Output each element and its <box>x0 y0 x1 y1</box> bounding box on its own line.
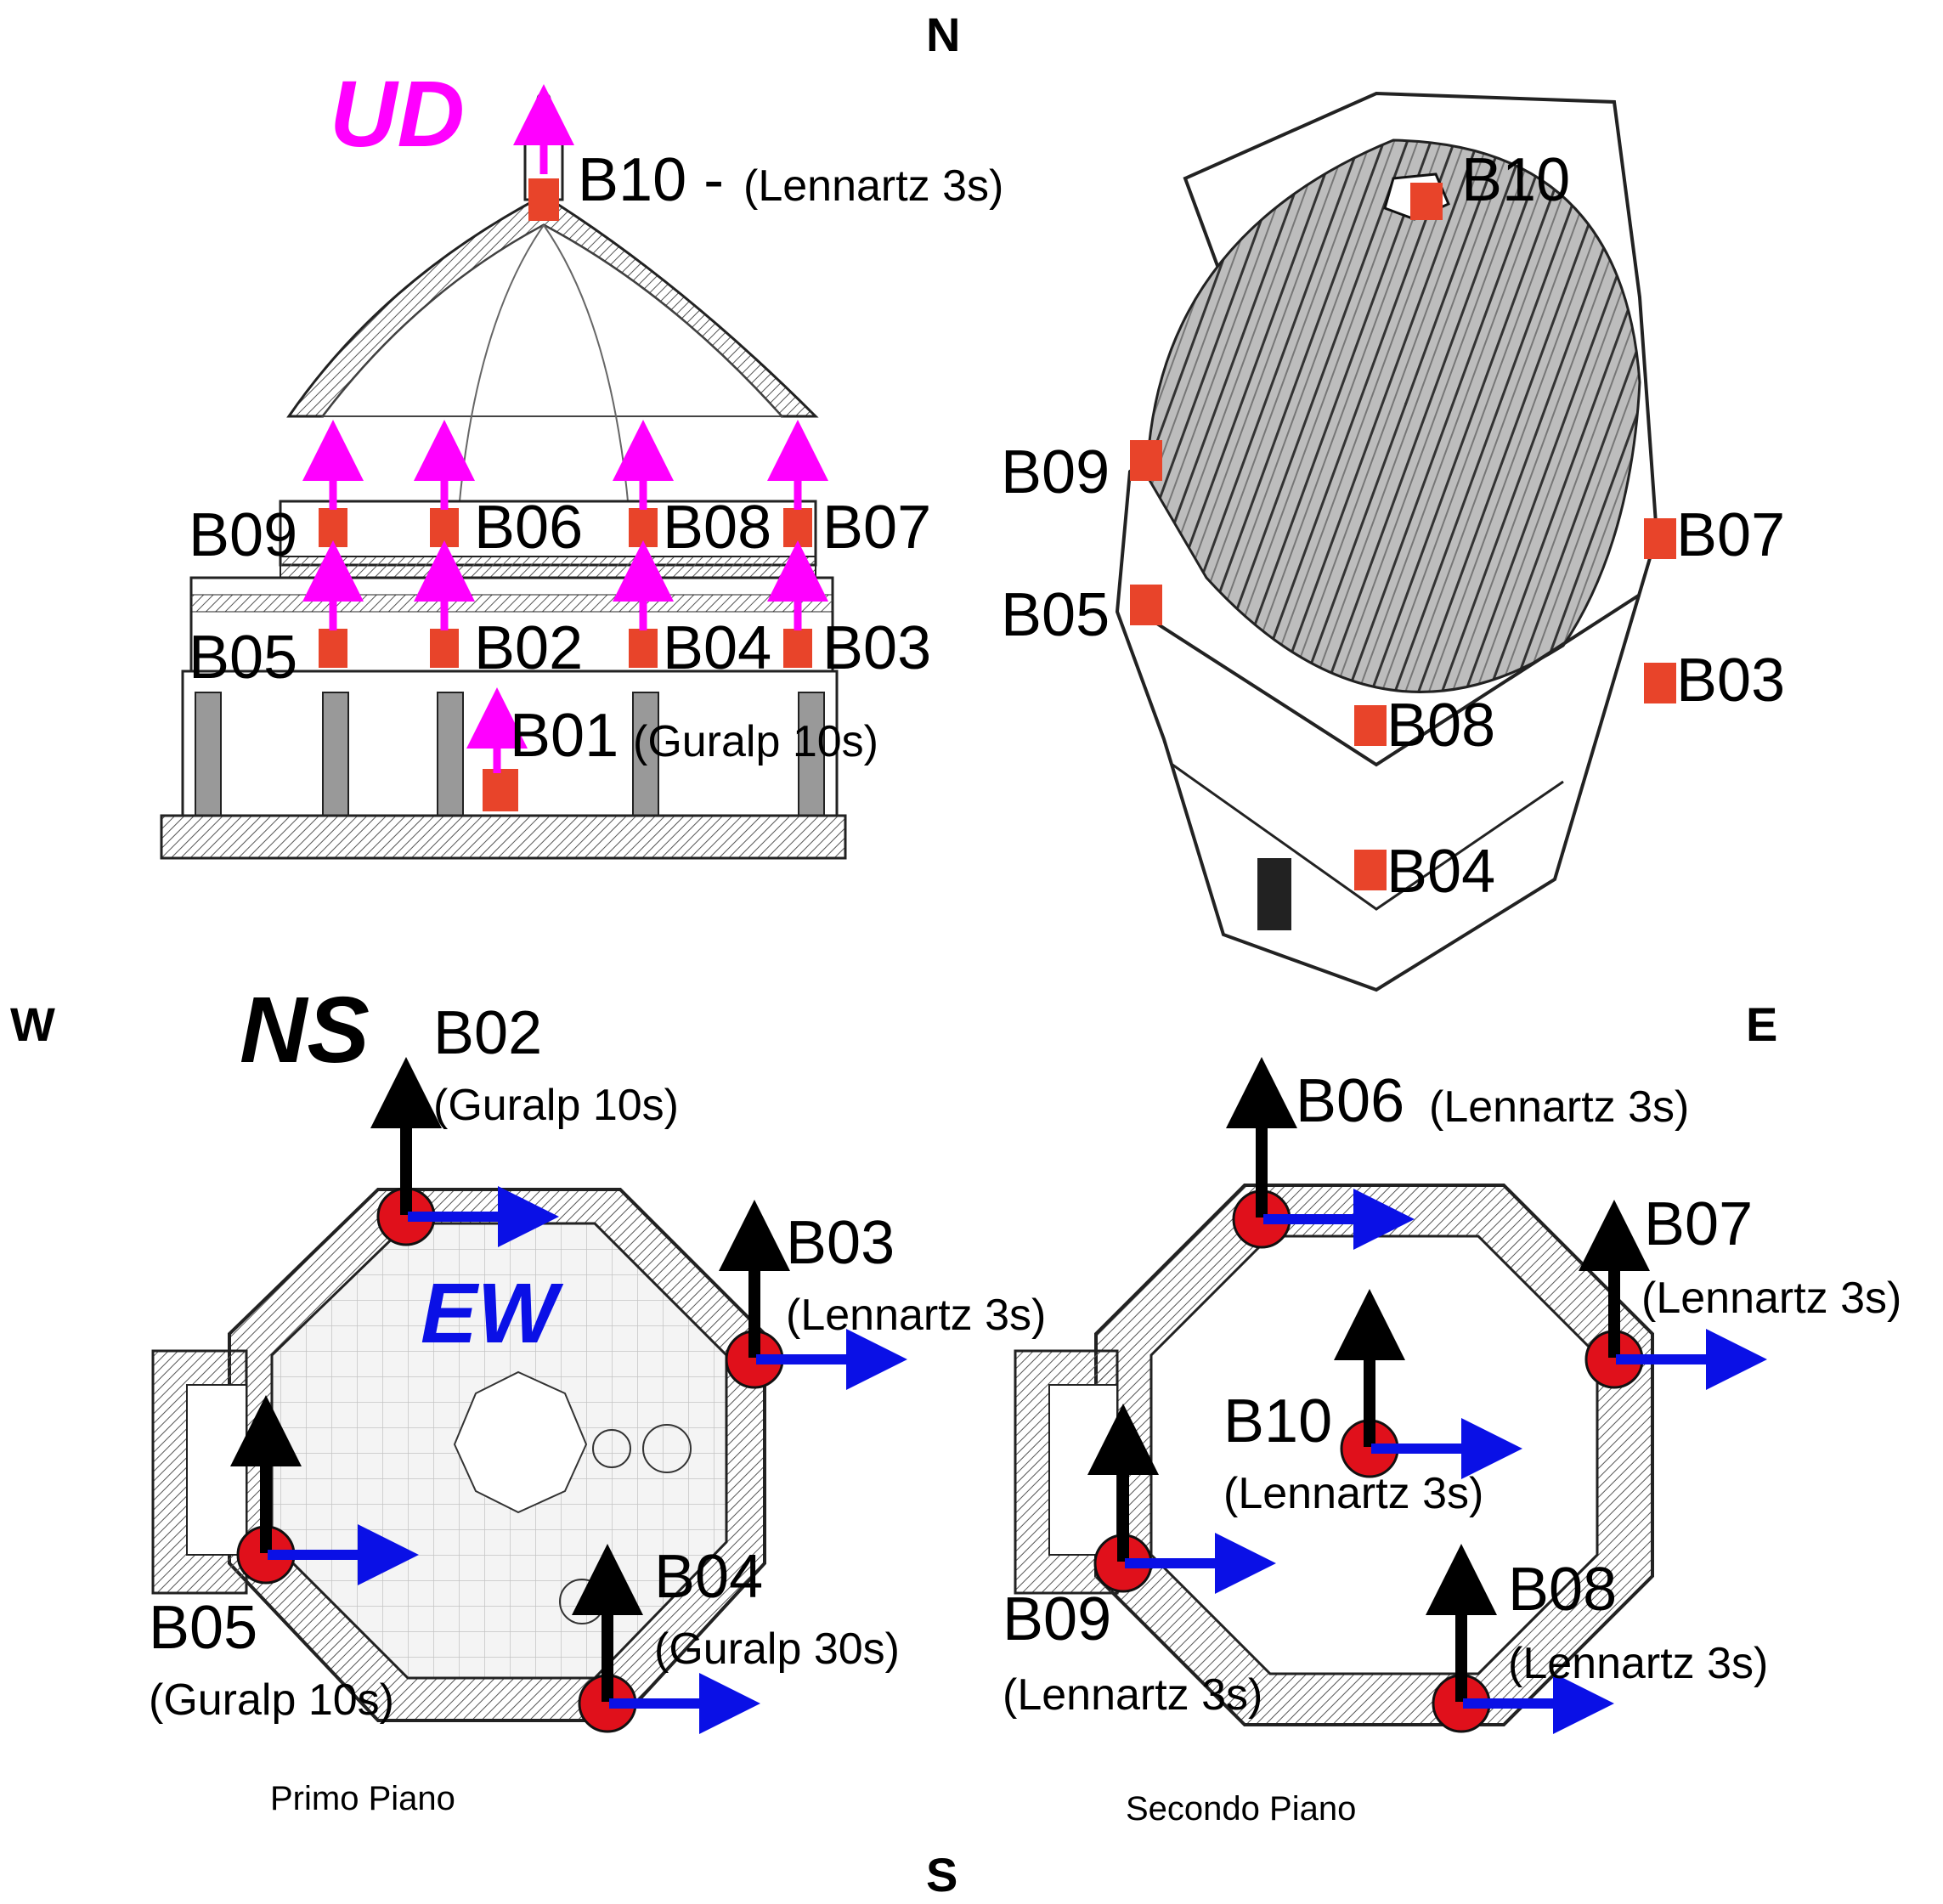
persp-label-b07: B07 <box>1676 501 1785 569</box>
section-label-b04: B04 <box>663 614 771 682</box>
sensor-marker-b02 <box>430 629 459 668</box>
plan1-label-b03-sensor: (Lennartz 3s) <box>786 1291 1046 1340</box>
section-label-b10: B10 - <box>578 146 724 214</box>
persp-marker-b10 <box>1410 183 1443 220</box>
sensor-marker-b03 <box>783 629 812 668</box>
persp-label-b09: B09 <box>1001 438 1110 506</box>
persp-label-b04: B04 <box>1387 838 1495 906</box>
sensor-marker-b08 <box>629 508 658 547</box>
persp-marker-b09 <box>1130 440 1162 481</box>
plan2-label-b08-sensor: (Lennartz 3s) <box>1508 1639 1768 1688</box>
sensor-marker-b06 <box>430 508 459 547</box>
persp-label-b05: B05 <box>1001 581 1110 649</box>
plan1-label-b05: B05 <box>149 1594 257 1662</box>
plan2-label-b07-sensor: (Lennartz 3s) <box>1641 1274 1901 1323</box>
sensor-marker-b07 <box>783 508 812 547</box>
section-label-b01-sensor: (Guralp 10s) <box>633 717 878 766</box>
plan1-ew-arrows <box>268 1186 907 1734</box>
section-labels: B10 - (Lennartz 3s) B09 B06 B08 B07 B05 … <box>189 146 1003 770</box>
plan2-label-b10-sensor: (Lennartz 3s) <box>1223 1469 1483 1518</box>
compass-west: W <box>10 997 55 1051</box>
sensor-marker-b01 <box>483 769 518 811</box>
plan1-label-b04-sensor: (Guralp 30s) <box>654 1624 900 1674</box>
plan1-label-b04: B04 <box>654 1543 763 1611</box>
persp-label-b08: B08 <box>1387 692 1495 760</box>
plan2-label-b06-sensor: (Lennartz 3s) <box>1429 1082 1689 1132</box>
section-label-b10-sensor: (Lennartz 3s) <box>743 161 1003 211</box>
persp-label-b03: B03 <box>1676 647 1785 715</box>
persp-label-b10: B10 <box>1461 146 1570 214</box>
plan2-label-b07: B07 <box>1644 1190 1753 1258</box>
compass-south: S <box>926 1848 957 1900</box>
section-label-b07: B07 <box>822 494 931 562</box>
plan2-label-b09-sensor: (Lennartz 3s) <box>1003 1670 1262 1720</box>
plan2-ns-arrows <box>1087 1057 1650 1702</box>
ns-component-label: NS <box>240 978 370 1082</box>
plan2-ew-arrows <box>1125 1189 1767 1734</box>
compass-east: E <box>1746 997 1777 1051</box>
compass-north: N <box>926 8 960 61</box>
section-label-b09: B09 <box>189 501 297 569</box>
ud-arrows <box>302 84 828 773</box>
sensor-marker-b04 <box>629 629 658 668</box>
persp-marker-b07 <box>1644 518 1676 559</box>
ud-component-label: UD <box>330 62 465 167</box>
plan1-ns-arrows <box>230 1057 790 1702</box>
perspective-labels: B10 B09 B05 B07 B03 B08 B04 <box>1001 146 1785 906</box>
plan2-label-b10: B10 <box>1223 1387 1332 1455</box>
plan2-sensors <box>1093 1189 1644 1733</box>
persp-marker-b05 <box>1130 585 1162 625</box>
sensor-marker-b10 <box>528 178 559 221</box>
plan1-label-b02-sensor: (Guralp 10s) <box>433 1081 679 1130</box>
plan1-caption: Primo Piano <box>270 1780 455 1817</box>
plan2-caption: Secondo Piano <box>1126 1790 1356 1828</box>
section-label-b01: B01 <box>510 702 618 770</box>
plan2-label-b09: B09 <box>1003 1585 1111 1653</box>
plan2-labels: B06 (Lennartz 3s) B07 (Lennartz 3s) B10 … <box>1003 1067 1901 1828</box>
persp-marker-b03 <box>1644 663 1676 703</box>
persp-marker-b04 <box>1354 850 1387 890</box>
section-label-b06: B06 <box>474 494 583 562</box>
plan1-label-b03: B03 <box>786 1209 895 1277</box>
plan2-label-b08: B08 <box>1508 1556 1617 1624</box>
section-label-b08: B08 <box>663 494 771 562</box>
sensor-marker-b05 <box>319 629 347 668</box>
section-label-b05: B05 <box>189 624 297 692</box>
plan1-label-b05-sensor: (Guralp 10s) <box>149 1675 394 1725</box>
section-label-b02: B02 <box>474 614 583 682</box>
plan2-label-b06: B06 <box>1296 1067 1404 1135</box>
ew-component-label: EW <box>421 1266 564 1361</box>
sensor-marker-b09 <box>319 508 347 547</box>
plan1-label-b02: B02 <box>433 999 542 1067</box>
persp-marker-b08 <box>1354 705 1387 746</box>
section-label-b03: B03 <box>822 614 931 682</box>
plan1-labels: B02 (Guralp 10s) B03 (Lennartz 3s) B05 (… <box>149 999 1046 1817</box>
perspective-sensors <box>1130 183 1676 890</box>
